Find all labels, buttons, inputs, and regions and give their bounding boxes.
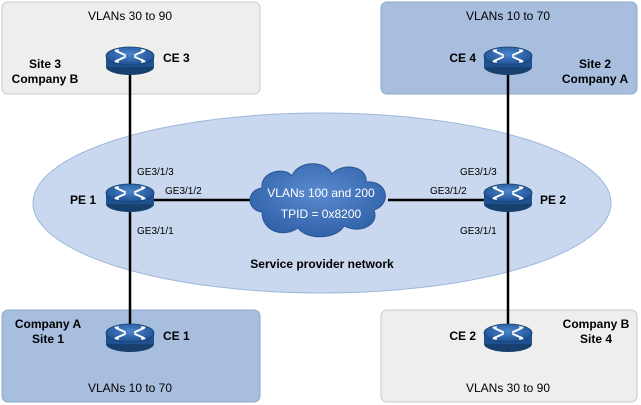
router-icon-ce3 bbox=[105, 46, 155, 76]
ce2-label: CE 2 bbox=[449, 329, 476, 343]
pe2-label: PE 2 bbox=[540, 193, 566, 207]
cloud-icon bbox=[249, 163, 386, 238]
site4-site-label: Site 4 bbox=[580, 332, 612, 346]
ce1-label: CE 1 bbox=[163, 329, 190, 343]
router-icon-ce2 bbox=[483, 323, 533, 353]
service-provider-label: Service provider network bbox=[250, 257, 394, 271]
site3-company-label: Company B bbox=[12, 72, 79, 86]
router-icon-pe2 bbox=[483, 183, 533, 213]
site1-vlans-label: VLANs 10 to 70 bbox=[88, 381, 172, 395]
pe2-port-left-label: GE3/1/2 bbox=[430, 186, 467, 197]
cloud-tpid-label: TPID = 0x8200 bbox=[281, 207, 362, 221]
pe1-port-up-label: GE3/1/3 bbox=[137, 167, 174, 178]
site3-site-label: Site 3 bbox=[29, 57, 61, 71]
site2-vlans-label: VLANs 10 to 70 bbox=[466, 9, 550, 23]
pe1-label: PE 1 bbox=[70, 193, 96, 207]
site1-site-label: Site 1 bbox=[32, 332, 64, 346]
ce4-label: CE 4 bbox=[449, 51, 476, 65]
site3-vlans-label: VLANs 30 to 90 bbox=[88, 9, 172, 23]
cloud-vlans-label: VLANs 100 and 200 bbox=[267, 186, 375, 200]
ce3-label: CE 3 bbox=[163, 51, 190, 65]
pe1-port-down-label: GE3/1/1 bbox=[137, 226, 174, 237]
links bbox=[128, 72, 510, 335]
site2-site-label: Site 2 bbox=[579, 57, 611, 71]
pe2-port-up-label: GE3/1/3 bbox=[460, 167, 497, 178]
router-icon-ce4 bbox=[483, 46, 533, 76]
site4-company-label: Company B bbox=[563, 317, 630, 331]
router-icon-pe1 bbox=[105, 183, 155, 213]
router-icon-ce1 bbox=[105, 323, 155, 353]
pe2-port-down-label: GE3/1/1 bbox=[460, 226, 497, 237]
site2-company-label: Company A bbox=[562, 72, 629, 86]
site4-vlans-label: VLANs 30 to 90 bbox=[466, 381, 550, 395]
pe1-port-right-label: GE3/1/2 bbox=[165, 186, 202, 197]
site1-company-label: Company A bbox=[15, 317, 82, 331]
